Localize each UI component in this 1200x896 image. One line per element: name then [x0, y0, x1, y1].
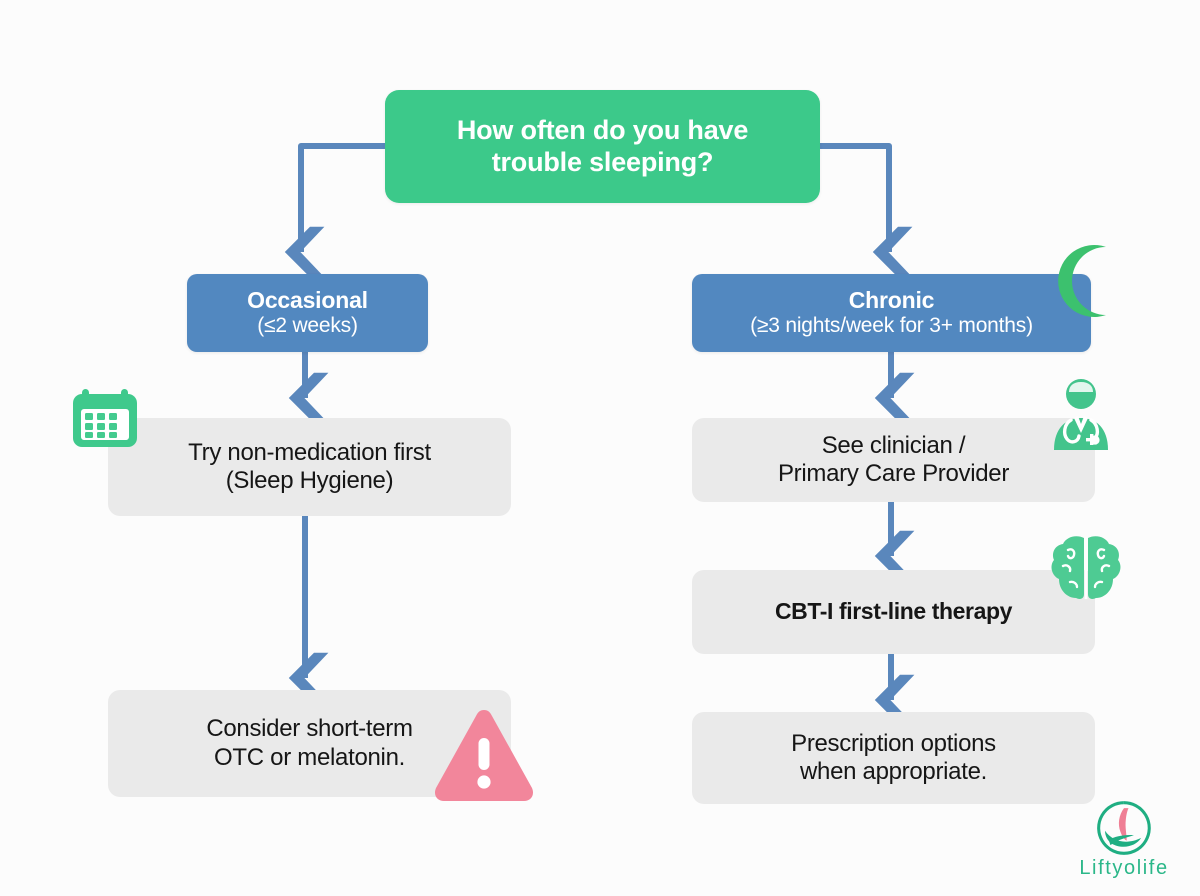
- node-step-prescription[interactable]: Prescription options when appropriate.: [692, 712, 1095, 804]
- edge-root-to-chronic: [820, 143, 913, 278]
- root-question-line1: How often do you have: [456, 114, 749, 145]
- logo-wordmark: Liftyolife: [1079, 857, 1169, 879]
- liftyolife-mark: [1097, 801, 1151, 855]
- cbti-line1: CBT-I first-line therapy: [774, 598, 1013, 625]
- sleep-hygiene-line2: (Sleep Hygiene): [225, 467, 394, 494]
- node-root-question[interactable]: How often do you have trouble sleeping?: [385, 90, 820, 203]
- see-clinician-line2: Primary Care Provider: [777, 460, 1010, 487]
- crescent-moon-icon: [1046, 243, 1128, 325]
- edge-root-to-occasional: [284, 143, 385, 278]
- node-branch-occasional[interactable]: Occasional (≤2 weeks): [187, 274, 428, 352]
- see-clinician-line1: See clinician /: [821, 431, 966, 459]
- node-step-cbti[interactable]: CBT-I first-line therapy: [692, 570, 1095, 654]
- node-step-see-clinician[interactable]: See clinician / Primary Care Provider: [692, 418, 1095, 502]
- liftyolife-logo[interactable]: Liftyolife: [1058, 800, 1190, 880]
- prescription-line2: when appropriate.: [799, 758, 988, 785]
- root-question-line2: trouble sleeping?: [491, 146, 714, 177]
- chronic-label: Chronic: [848, 287, 935, 314]
- occasional-detail: (≤2 weeks): [257, 314, 358, 338]
- chronic-detail: (≥3 nights/week for 3+ months): [750, 314, 1033, 338]
- warning-triangle-icon: [432, 706, 536, 804]
- calendar-icon: [70, 387, 142, 449]
- otc-melatonin-line2: OTC or melatonin.: [214, 743, 405, 771]
- sleep-hygiene-line1: Try non-medication first: [188, 438, 431, 466]
- doctor-icon: [1040, 376, 1122, 450]
- occasional-label: Occasional: [247, 287, 368, 314]
- otc-melatonin-line1: Consider short-term: [206, 715, 413, 743]
- node-step-sleep-hygiene[interactable]: Try non-medication first (Sleep Hygiene): [108, 418, 511, 516]
- brain-icon: [1048, 532, 1124, 604]
- node-branch-chronic[interactable]: Chronic (≥3 nights/week for 3+ months): [692, 274, 1091, 352]
- prescription-line1: Prescription options: [791, 729, 996, 757]
